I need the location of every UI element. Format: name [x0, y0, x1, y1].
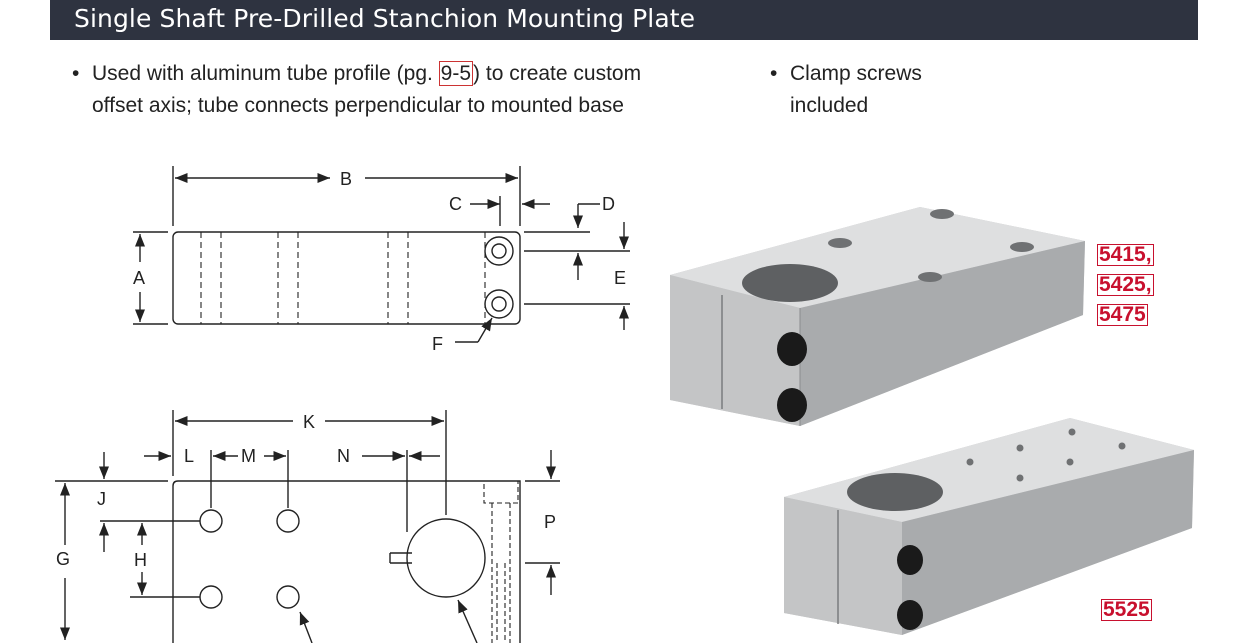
- section-header: Single Shaft Pre-Drilled Stanchion Mount…: [50, 0, 1198, 40]
- dim-label-a: A: [133, 268, 145, 288]
- bottom-view-outline: [172, 480, 521, 643]
- page-reference-link[interactable]: 9-5: [438, 61, 474, 86]
- dim-label-p: P: [544, 512, 556, 532]
- page-title: Single Shaft Pre-Drilled Stanchion Mount…: [74, 4, 696, 33]
- bullet-item-screws: • Clamp screws included: [770, 58, 990, 122]
- bullet-item-usage: • Used with aluminum tube profile (pg. 9…: [72, 58, 732, 122]
- dim-label-g: G: [56, 549, 70, 569]
- top-view-outline: [172, 231, 521, 325]
- bullet-text: offset axis; tube connects perpendicular…: [92, 94, 624, 117]
- bullet-text: ) to create custom: [473, 62, 642, 85]
- part-number-link[interactable]: 5475: [1097, 303, 1148, 326]
- bullet-text: included: [790, 94, 869, 117]
- dim-label-j: J: [97, 489, 106, 509]
- part-number-group-bottom: 5525: [1101, 595, 1152, 625]
- dim-label-e: E: [614, 268, 626, 288]
- technical-drawing: B C D E A F K L M N P J G H: [55, 166, 630, 643]
- dim-label-f: F: [432, 334, 443, 354]
- bullet-text: Clamp screws: [790, 62, 922, 85]
- dim-label-c: C: [449, 194, 462, 214]
- dim-label-h: H: [134, 550, 147, 570]
- dim-label-b: B: [340, 169, 352, 189]
- part-number-group-top: 5415, 5425, 5475: [1097, 240, 1154, 330]
- bullet-text: Used with aluminum tube profile (pg.: [92, 62, 439, 85]
- dim-label-d: D: [602, 194, 615, 214]
- dim-label-n: N: [337, 446, 350, 466]
- product-image-plate-b: [784, 418, 1194, 635]
- part-number-link[interactable]: 5415,: [1097, 243, 1154, 266]
- part-number-link[interactable]: 5525: [1101, 598, 1152, 621]
- dim-label-m: M: [241, 446, 256, 466]
- product-image-plate-a: [670, 207, 1085, 426]
- dim-label-k: K: [303, 412, 315, 432]
- part-number-link[interactable]: 5425,: [1097, 273, 1154, 296]
- dim-label-l: L: [184, 446, 194, 466]
